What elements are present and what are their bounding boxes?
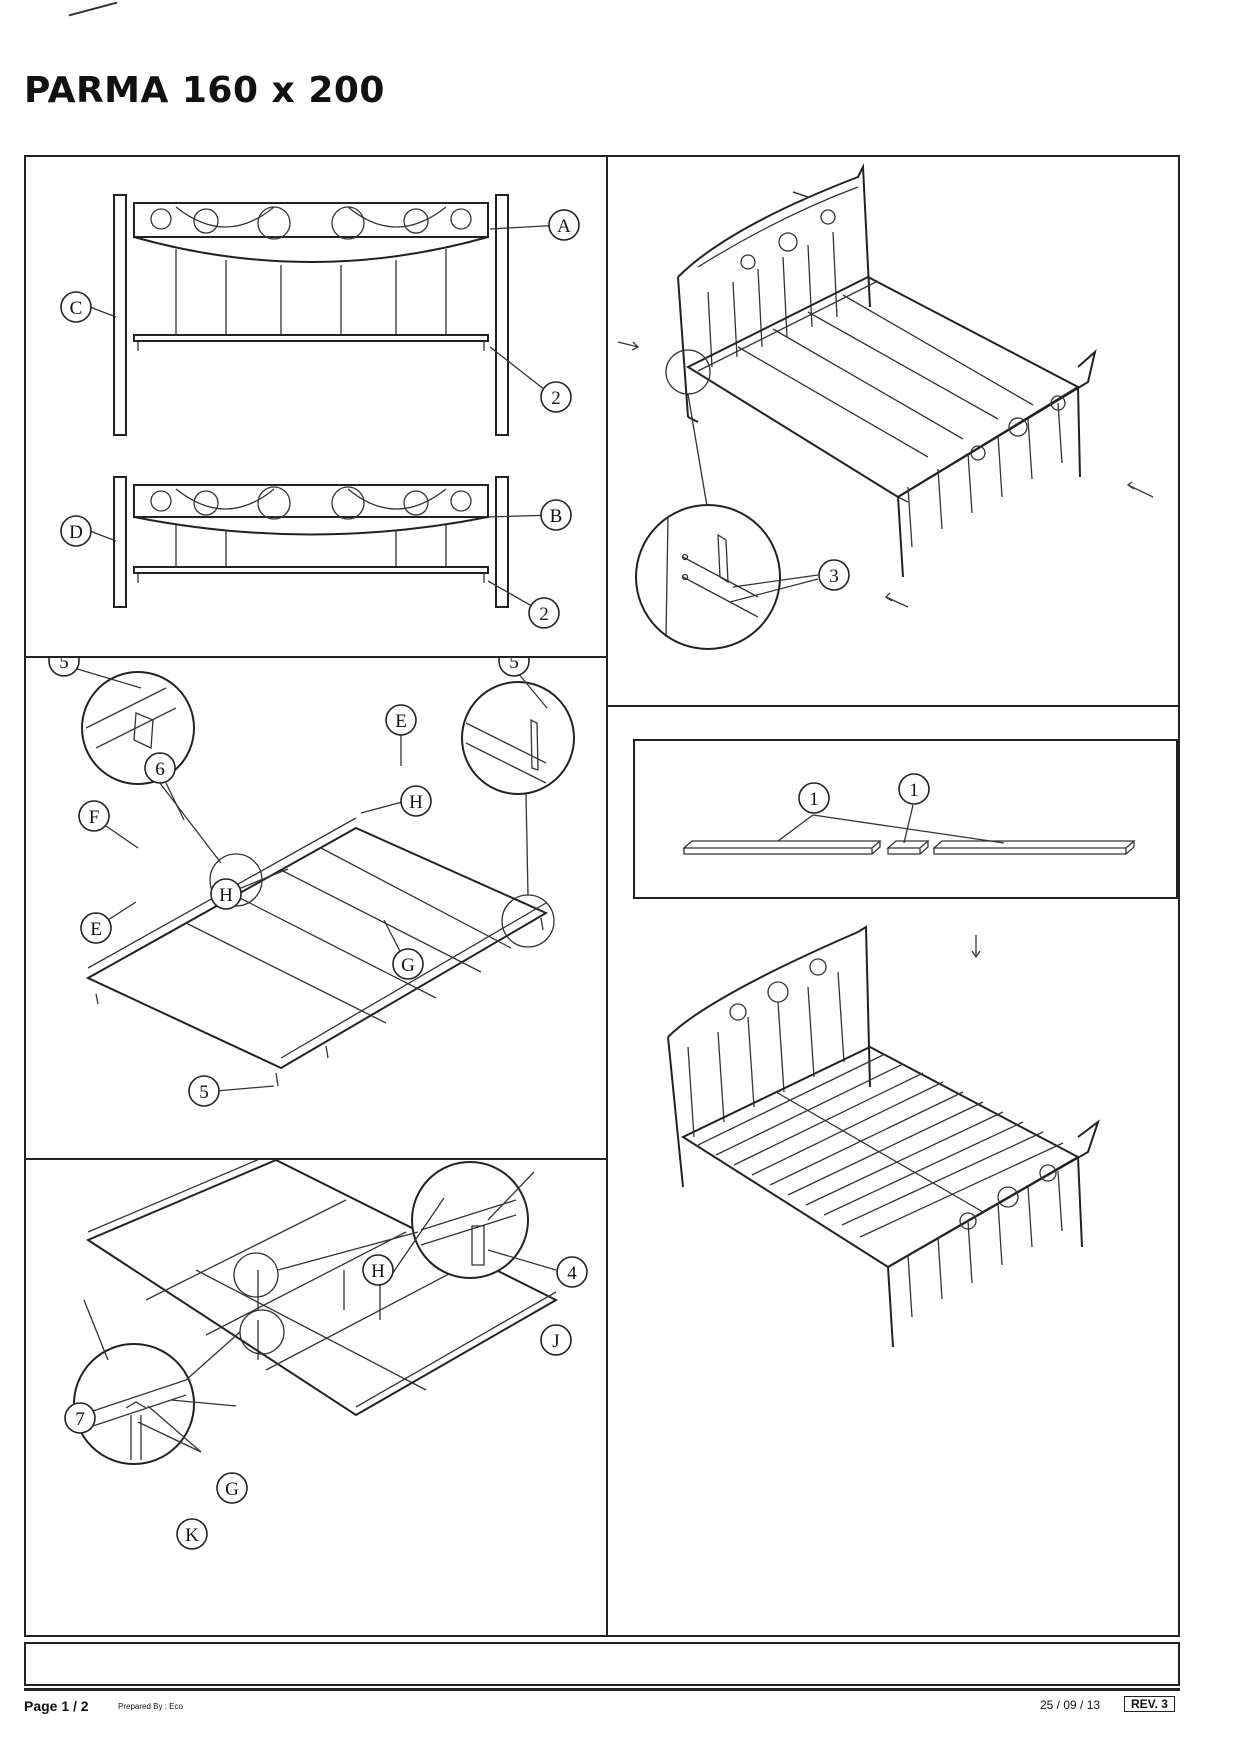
svg-text:E: E <box>90 919 102 940</box>
svg-text:4: 4 <box>567 1263 577 1284</box>
bed-with-slats <box>667 925 1100 1348</box>
svg-text:D: D <box>69 522 83 543</box>
footer-rule <box>24 1688 1180 1691</box>
callout-7: 7 <box>64 1402 96 1434</box>
bracket-zoom <box>635 504 781 650</box>
callout-3: 3 <box>818 559 850 591</box>
headboard-a <box>113 194 509 436</box>
svg-text:6: 6 <box>155 759 165 780</box>
support-frame <box>85 1160 559 1417</box>
svg-text:5: 5 <box>199 1082 209 1103</box>
footer-notes-box <box>24 1642 1180 1686</box>
svg-text:1: 1 <box>809 789 819 810</box>
svg-text:1: 1 <box>909 780 919 801</box>
svg-text:3: 3 <box>829 566 839 587</box>
page-title: PARMA 160 x 200 <box>24 70 385 111</box>
callout-g: G <box>392 948 424 980</box>
callout-1-right: 1 <box>898 773 930 805</box>
svg-text:G: G <box>401 955 415 976</box>
callout-5-top-right: 5 <box>498 658 530 677</box>
center-supports-diagram: H 4 J 7 G K <box>64 1160 588 1550</box>
revision-date: 25 / 09 / 13 <box>1040 1698 1101 1712</box>
left-divider-1 <box>24 656 607 658</box>
panel-side-rails: 5 5 E 6 H F H E <box>26 658 606 1158</box>
callout-d: D <box>60 515 92 547</box>
svg-text:2: 2 <box>539 604 549 625</box>
svg-text:G: G <box>225 1479 239 1500</box>
left-divider-2 <box>24 1158 607 1160</box>
scan-mark <box>68 1 118 17</box>
slat-pieces <box>682 840 1136 855</box>
svg-text:5: 5 <box>59 658 69 673</box>
svg-text:5: 5 <box>509 658 519 673</box>
frame-assembly-diagram: 3 <box>617 163 1154 650</box>
callout-4: 4 <box>556 1256 588 1288</box>
leg-zoom-bottom <box>73 1343 195 1465</box>
callout-c: C <box>60 291 92 323</box>
callout-1-left: 1 <box>798 782 830 814</box>
panel-frame-assembly: 3 <box>608 157 1178 705</box>
slats-inset <box>633 739 1178 899</box>
vertical-divider <box>606 155 608 1637</box>
callout-2-top: 2 <box>540 381 572 413</box>
svg-text:H: H <box>219 885 233 906</box>
slats-diagram: 1 1 <box>667 773 1136 1348</box>
svg-text:2: 2 <box>551 388 561 409</box>
callout-h-bottom: H <box>210 878 242 910</box>
page-number: Page 1 / 2 <box>24 1698 89 1714</box>
headboard-footboard-diagram: A C 2 B D 2 <box>60 194 580 629</box>
callout-a: A <box>548 209 580 241</box>
revision-badge: REV. 3 <box>1124 1696 1175 1712</box>
svg-text:H: H <box>409 792 423 813</box>
callout-2-bottom: 2 <box>528 597 560 629</box>
svg-text:B: B <box>550 506 563 527</box>
callout-e-top: E <box>385 704 417 736</box>
svg-text:H: H <box>371 1261 385 1282</box>
callout-e-bottom: E <box>80 912 112 944</box>
svg-text:C: C <box>70 298 83 319</box>
panel-center-supports: H 4 J 7 G K <box>26 1160 606 1637</box>
side-rails-diagram: 5 5 E 6 H F H E <box>48 658 575 1107</box>
panel-slats: 1 1 <box>608 707 1178 1642</box>
callout-5-top-left: 5 <box>48 658 80 677</box>
callout-h-top: H <box>400 785 432 817</box>
svg-text:A: A <box>557 216 571 237</box>
rail-frame <box>85 817 549 1087</box>
svg-text:K: K <box>185 1525 199 1546</box>
right-divider <box>606 705 1180 707</box>
callout-h: H <box>362 1254 394 1286</box>
prepared-by: Prepared By : Eco <box>118 1702 183 1711</box>
svg-text:7: 7 <box>75 1409 85 1430</box>
callout-f: F <box>78 800 110 832</box>
svg-text:E: E <box>395 711 407 732</box>
svg-text:J: J <box>552 1331 559 1352</box>
callout-k: K <box>176 1518 208 1550</box>
callout-b: B <box>540 499 572 531</box>
callout-j: J <box>540 1324 572 1356</box>
leg-zoom-top <box>411 1161 529 1279</box>
callout-5-bottom: 5 <box>188 1075 220 1107</box>
instructions-frame <box>24 155 1180 1637</box>
svg-text:F: F <box>89 807 100 828</box>
panel-headboard-footboard: A C 2 B D 2 <box>26 157 606 656</box>
footboard-b <box>113 476 509 608</box>
callout-6: 6 <box>144 752 176 784</box>
callout-g: G <box>216 1472 248 1504</box>
